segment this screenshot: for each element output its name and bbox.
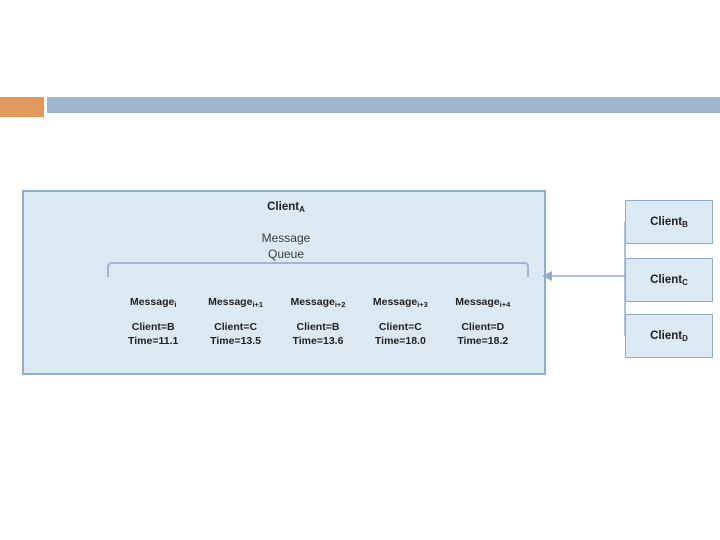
message-queue-label-line1: Message <box>261 231 311 245</box>
client-c-box: ClientC <box>625 258 713 302</box>
client-a-title: ClientA <box>24 201 548 214</box>
cell-client: Client=B <box>296 321 340 333</box>
client-a-title-text: Client <box>267 201 300 213</box>
client-b-box: ClientB <box>625 200 713 244</box>
table-cell: Client=C Time=13.5 <box>194 317 276 351</box>
client-c-label: Client <box>650 274 683 286</box>
top-decorative-bar <box>0 97 720 117</box>
header-bar <box>47 97 720 113</box>
header-subscript: i+2 <box>334 299 346 309</box>
table-cell: Client=C Time=18.0 <box>359 317 441 351</box>
table-cell: Client=B Time=11.1 <box>112 317 194 351</box>
cell-time: Time=11.1 <box>128 335 179 347</box>
cell-client: Client=D <box>461 321 505 333</box>
header-text: Message <box>290 295 335 308</box>
header-text: Message <box>372 295 418 308</box>
client-a-panel: ClientA Message Queue <box>22 190 546 375</box>
client-b-label: Client <box>650 216 683 228</box>
client-a-title-subscript: A <box>299 205 305 214</box>
cell-time: Time=13.5 <box>210 335 262 347</box>
table-header-cell: Messagei <box>112 289 194 317</box>
queue-brace-icon <box>107 262 529 277</box>
header-subscript: i+3 <box>417 299 428 309</box>
message-queue-label: Message Queue <box>24 230 548 262</box>
table-header-cell: Messagei+2 <box>277 289 359 317</box>
cell-client: Client=C <box>378 321 422 333</box>
cell-client: Client=B <box>131 321 175 333</box>
header-subscript: i+4 <box>499 299 511 309</box>
header-subscript: i+1 <box>252 299 264 309</box>
header-text: Message <box>129 295 175 308</box>
header-text: Message <box>455 295 500 308</box>
client-d-subscript: D <box>682 334 688 343</box>
cell-time: Time=18.0 <box>374 335 426 347</box>
client-c-subscript: C <box>682 278 688 287</box>
header-text: Message <box>208 295 253 308</box>
client-d-label: Client <box>650 330 683 342</box>
table-header-cell: Messagei+1 <box>194 289 276 317</box>
table-row: Client=B Time=11.1 Client=C Time=13.5 Cl… <box>112 317 524 351</box>
message-queue-table: Messagei Messagei+1 Messagei+2 Messagei+… <box>112 289 524 351</box>
client-d-box: ClientD <box>625 314 713 358</box>
header-subscript: i <box>174 299 177 309</box>
table-header-cell: Messagei+4 <box>442 289 524 317</box>
cell-time: Time=18.2 <box>457 335 509 347</box>
table-cell: Client=B Time=13.6 <box>277 317 359 351</box>
cell-client: Client=C <box>214 321 258 333</box>
cell-time: Time=13.6 <box>292 335 344 347</box>
table-header-cell: Messagei+3 <box>359 289 441 317</box>
accent-block-icon <box>0 97 44 117</box>
table-header-row: Messagei Messagei+1 Messagei+2 Messagei+… <box>112 289 524 317</box>
client-b-subscript: B <box>682 220 688 229</box>
table-cell: Client=D Time=18.2 <box>442 317 524 351</box>
message-queue-label-line2: Queue <box>267 247 305 261</box>
